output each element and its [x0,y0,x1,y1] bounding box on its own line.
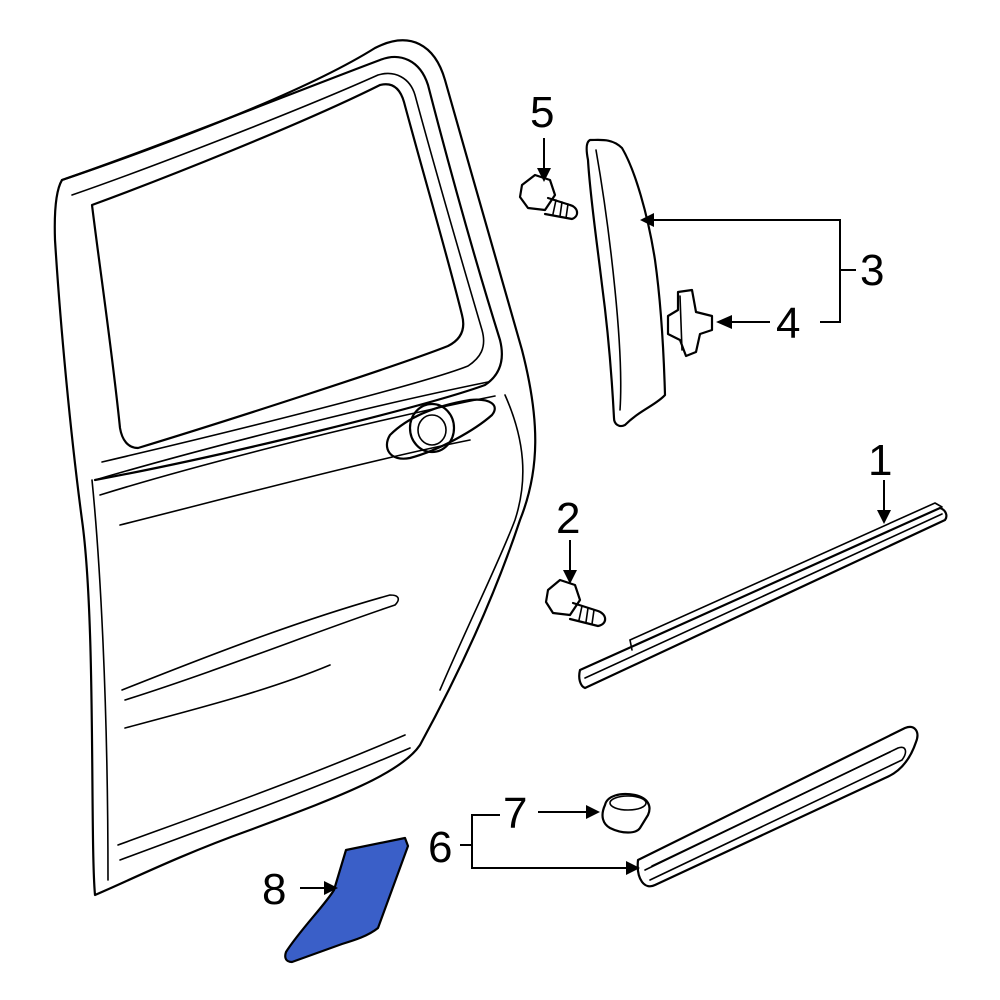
callout-4: 4 [776,299,800,348]
callout-6: 6 [428,823,452,872]
callout-labels: 5 3 4 1 2 7 6 8 [262,88,892,914]
part-4-clip [666,288,714,358]
callout-1: 1 [868,436,892,485]
rear-door [53,39,537,897]
callout-8: 8 [262,865,286,914]
part-8-guard-shape [284,836,410,964]
part-7-clip [601,792,651,834]
callout-2: 2 [556,494,580,543]
part-2-screw [544,578,607,628]
leader-lines [300,138,891,895]
part-8-guard [284,836,410,964]
callout-7: 7 [503,789,527,838]
part-5-screw [518,173,579,221]
callout-3: 3 [860,246,884,295]
part-3-pillar-applique [585,138,667,428]
part-6-body-molding [636,725,919,888]
part-1-belt-molding [578,502,948,690]
callout-5: 5 [530,88,554,137]
